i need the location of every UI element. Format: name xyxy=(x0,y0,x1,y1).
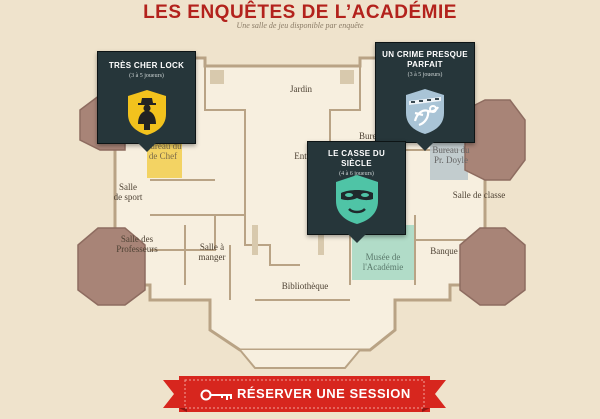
room-label-classe: Salle de classe xyxy=(452,190,506,200)
tower-southwest xyxy=(77,227,146,306)
room-label-chef-line1: Bureau du xyxy=(144,141,182,151)
case-players: (3 à 5 joueurs) xyxy=(129,73,164,79)
bandit-mask-icon xyxy=(335,175,378,224)
room-label-profs-line2: Professeurs xyxy=(116,244,158,254)
room-label-manger-line2: manger xyxy=(198,252,226,262)
room-doyle-highlight xyxy=(430,138,468,180)
tower-northeast xyxy=(464,99,526,181)
card-pointer xyxy=(137,143,156,152)
page-subtitle: Une salle de jeu disponible par enquête xyxy=(236,21,364,30)
tower-southeast xyxy=(459,227,526,306)
crime-scene-outline-icon xyxy=(406,89,444,134)
case-card-le-casse-du-siecle[interactable]: LE CASSE DU SIÈCLE (4 à 6 joueurs) xyxy=(307,141,406,243)
room-label-jardin: Jardin xyxy=(290,84,312,94)
library-apse xyxy=(239,349,361,369)
card-pointer xyxy=(416,142,434,151)
key-icon xyxy=(200,389,232,401)
case-title: TRÈS CHER LOCK xyxy=(108,61,185,70)
page-title: LES ENQUÊTES DE L’ACADÉMIE xyxy=(143,2,457,23)
room-label-chef-line2: de Chef xyxy=(148,151,178,161)
case-players: (3 à 5 joueurs) xyxy=(407,72,443,78)
room-label-banque: Banque xyxy=(430,246,458,256)
reserve-session-button[interactable]: RÉSERVER UNE SESSION xyxy=(163,372,446,416)
room-label-profs-line1: Salle des xyxy=(120,234,154,244)
ribbon-banner xyxy=(163,376,446,412)
room-label-bureau: Bureau xyxy=(359,131,385,141)
case-players: (4 à 6 joueurs) xyxy=(339,171,374,177)
case-title-line2: PARFAIT xyxy=(407,60,443,69)
room-label-sport-line1: Salle xyxy=(119,182,137,192)
room-label-musee-line1: Musée de xyxy=(365,252,401,262)
room-label-sport-line2: de sport xyxy=(113,192,143,202)
case-card-tres-cher-lock[interactable]: TRÈS CHER LOCK (3 à 5 joueurs) xyxy=(97,51,196,152)
room-label-entree: Entrée xyxy=(294,151,318,161)
case-title-line1: UN CRIME PRESQUE xyxy=(382,50,468,59)
detective-silhouette-icon xyxy=(127,90,166,135)
room-label-manger-line1: Salle à xyxy=(199,242,225,252)
room-label-doyle-line1: Bureau du xyxy=(432,145,470,155)
case-card-un-crime-presque-parfait[interactable]: UN CRIME PRESQUE PARFAIT (3 à 5 joueurs) xyxy=(375,42,475,151)
reserve-session-label: RÉSERVER UNE SESSION xyxy=(237,386,411,401)
room-label-musee-line2: l'Académie xyxy=(362,262,404,272)
room-label-bibliotheque: Bibliothèque xyxy=(281,281,329,291)
card-pointer xyxy=(347,234,366,243)
case-title: LE CASSE DU SIÈCLE xyxy=(327,149,386,168)
room-label-doyle-line2: Pr. Doyle xyxy=(433,155,468,165)
